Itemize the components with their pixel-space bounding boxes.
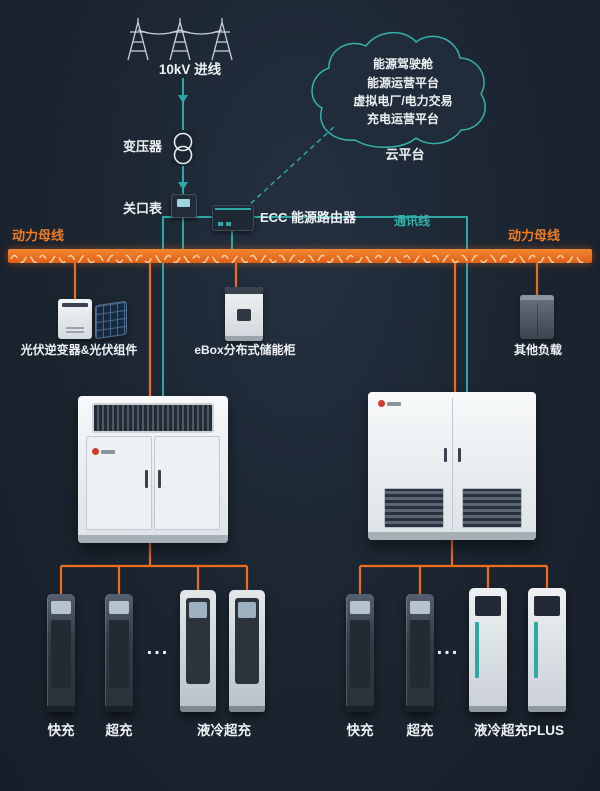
transmission-towers-icon <box>127 18 233 61</box>
charger-panel <box>410 620 430 688</box>
flow-arrow <box>178 95 188 103</box>
cabinet-grille <box>92 403 214 433</box>
door-handle <box>145 470 148 488</box>
liquid-charge-plus-label-right: 液冷超充PLUS <box>473 723 565 738</box>
charger-screen <box>109 601 129 614</box>
cloud-router-link <box>247 126 335 207</box>
tower <box>169 18 191 61</box>
other-load-label: 其他负载 <box>513 343 563 357</box>
gateway-meter <box>171 194 197 218</box>
charger-liquid-left-1 <box>180 590 216 712</box>
ellipsis-left: ... <box>146 637 170 659</box>
transformer-icon <box>171 130 195 166</box>
pv-module <box>95 300 127 340</box>
power-busbar <box>8 249 592 264</box>
load-top <box>520 295 554 300</box>
cabinet-vent <box>384 488 444 528</box>
super-charge-label-right: 超充 <box>406 723 434 738</box>
charger-screen <box>410 601 430 614</box>
bus-label-left: 动力母线 <box>12 228 65 243</box>
charger-screen <box>350 601 370 614</box>
incoming-line-label: 10kV 进线 <box>158 62 222 77</box>
meter-label: 关口表 <box>122 201 162 216</box>
door-handle <box>158 470 161 488</box>
liquid-charge-label-left: 液冷超充 <box>197 723 251 738</box>
cloud-line-1: 能源驾驶舱 <box>372 57 434 71</box>
charger-panel <box>109 620 129 688</box>
charger-super-right <box>406 594 434 712</box>
busbar-wave-pattern <box>10 254 586 264</box>
ebox-panel <box>237 309 251 321</box>
ebox-top <box>225 287 263 294</box>
charger-liquid-plus-2 <box>528 588 566 712</box>
comm-line-label: 通讯线 <box>394 214 431 228</box>
transformer-label: 变压器 <box>122 139 162 154</box>
pv-label: 光伏逆变器&光伏组件 <box>20 343 138 357</box>
bus-label-right: 动力母线 <box>508 228 561 243</box>
tower <box>211 18 233 61</box>
cloud-platform-label: 云平台 <box>385 147 425 162</box>
brand-badge <box>378 400 402 408</box>
cloud-shape <box>311 31 486 148</box>
cloud-line-3: 虚拟电厂/电力交易 <box>353 94 453 108</box>
charger-super-left <box>105 594 133 712</box>
ecc-energy-router <box>212 205 254 231</box>
tower <box>127 18 149 61</box>
charger-liquid-left-2 <box>229 590 265 712</box>
charger-screen <box>51 601 71 614</box>
load-seam <box>537 303 538 335</box>
cabinet-seam <box>452 398 453 530</box>
inverter-vent <box>66 325 84 333</box>
cloud-line-2: 能源运营平台 <box>366 76 440 90</box>
router-port <box>226 222 231 226</box>
charger-strip <box>475 622 479 678</box>
charging-host-cabinet-right <box>368 392 536 540</box>
charger-panel <box>235 598 259 684</box>
ellipsis-right: ... <box>436 637 460 659</box>
charger-fast-left <box>47 594 75 712</box>
flow-arrow <box>178 182 188 190</box>
brand-badge <box>92 448 116 456</box>
door-handle <box>444 448 447 462</box>
fast-charge-label-right: 快充 <box>346 723 374 738</box>
fast-charge-label-left: 快充 <box>47 723 75 738</box>
charger-screen <box>475 596 501 616</box>
charger-strip <box>534 622 538 678</box>
router-accent <box>215 208 251 210</box>
cabinet-door <box>154 436 220 530</box>
charger-panel <box>350 620 370 688</box>
router-port <box>218 222 223 226</box>
charger-liquid-plus-1 <box>469 588 507 712</box>
super-charge-label-left: 超充 <box>105 723 133 738</box>
ebox-base <box>225 336 263 341</box>
pv-inverter <box>58 299 92 339</box>
cabinet-vent <box>462 488 522 528</box>
other-load-cabinet <box>520 295 554 339</box>
meter-screen <box>177 199 190 207</box>
ebox-storage-cabinet <box>225 287 263 341</box>
charging-host-cabinet-left <box>78 396 228 543</box>
charger-screen <box>534 596 560 616</box>
router-label: ECC 能源路由器 <box>260 210 357 225</box>
door-handle <box>458 448 461 462</box>
power-lines <box>59 262 549 594</box>
comm-lines <box>162 216 468 396</box>
inverter-top <box>62 303 88 307</box>
charger-panel <box>51 620 71 688</box>
ebox-label: eBox分布式储能柜 <box>194 343 296 357</box>
charger-panel <box>186 598 210 684</box>
cloud-line-4: 充电运营平台 <box>366 112 440 126</box>
charger-fast-right <box>346 594 374 712</box>
